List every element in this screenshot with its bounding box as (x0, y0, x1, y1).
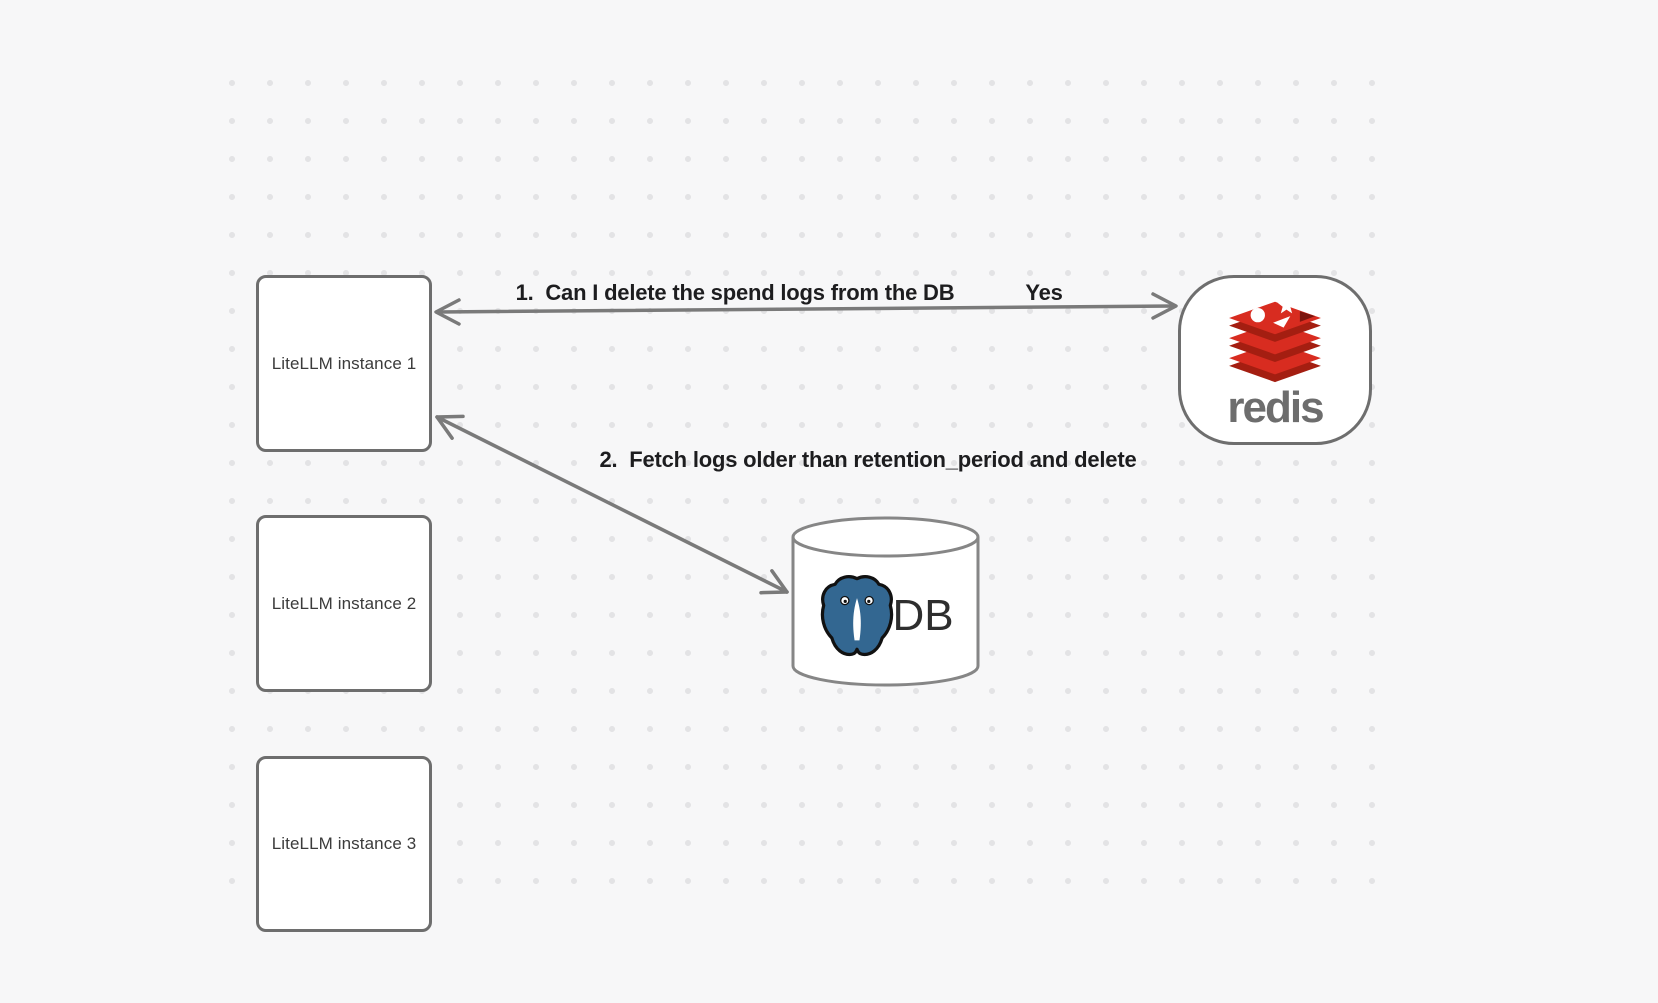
redis-wordmark: redis (1227, 383, 1324, 432)
postgresql-elephant-icon (821, 575, 894, 657)
edge-litellm-db[interactable] (435, 414, 789, 595)
node-label: LiteLLM instance 1 (271, 353, 417, 373)
arrowhead-downright-icon (759, 569, 789, 595)
edge-litellm-redis[interactable] (434, 292, 1178, 326)
node-label: LiteLLM instance 3 (271, 834, 417, 853)
redis-logo-icon (1229, 296, 1321, 383)
edge-2-label[interactable]: 2. Fetch logs older than retention_perio… (599, 447, 1137, 472)
db-label: DB (892, 591, 954, 640)
edge-line[interactable] (436, 304, 1176, 314)
node-database[interactable]: DB (791, 516, 981, 690)
node-litellm-instance-1[interactable]: LiteLLM instance 1 (256, 275, 432, 452)
node-litellm-instance-2[interactable]: LiteLLM instance 2 (256, 515, 432, 692)
arrowhead-right-icon (1151, 292, 1178, 320)
node-label: LiteLLM instance 2 (271, 593, 417, 613)
arrowhead-left-icon (434, 298, 461, 326)
cylinder-top (791, 516, 980, 558)
edge-line[interactable] (435, 415, 789, 594)
edge-1-label[interactable]: 1. Can I delete the spend logs from the … (515, 280, 955, 305)
arrowhead-upleft-icon (435, 414, 465, 440)
edge-1-response-label[interactable]: Yes (1025, 280, 1063, 305)
node-redis[interactable]: redis (1178, 275, 1372, 445)
node-litellm-instance-3[interactable]: LiteLLM instance 3 (256, 756, 432, 932)
